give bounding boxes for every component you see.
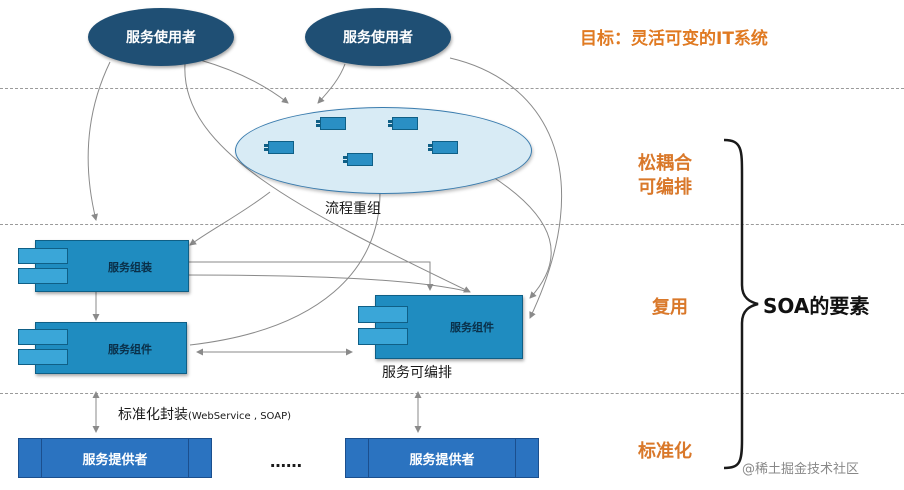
- component-right-port-bottom: [358, 328, 408, 345]
- service-provider-1-label: 服务提供者: [82, 452, 148, 468]
- flow-label: 流程重组: [325, 201, 381, 217]
- arrow-assembly-to-component-right: [185, 261, 434, 291]
- orchestrable-label: 服务可编排: [382, 365, 452, 381]
- flow-node-5: [428, 141, 458, 154]
- layer-divider-1: [0, 88, 904, 89]
- arrow-flow-to-component-left: [189, 191, 381, 346]
- component-left-port-top: [18, 329, 68, 345]
- soa-brace: [723, 138, 759, 470]
- provider-ellipsis: ……: [270, 452, 302, 471]
- layer-divider-2: [0, 224, 904, 225]
- service-consumer-1-label: 服务使用者: [126, 30, 196, 46]
- flow-node-2: [316, 117, 346, 130]
- soa-elements-label: SOA的要素: [763, 294, 870, 318]
- provider-1-divider-left: [41, 439, 42, 477]
- standard-label: 标准化封装(WebService , SOAP): [118, 404, 291, 424]
- assembly-port-top: [18, 248, 68, 264]
- arrow-consumer2-to-flow: [317, 63, 346, 104]
- flow-node-1: [264, 141, 294, 154]
- watermark: @稀土掘金技术社区: [742, 462, 860, 477]
- flow-node-4: [343, 153, 373, 166]
- layer-divider-3: [0, 393, 904, 394]
- provider-2-divider-left: [368, 439, 369, 477]
- arrow-consumer1-to-flow: [199, 59, 289, 104]
- layer-loose-coupling-line2: 可编排: [638, 177, 692, 198]
- service-provider-2: 服务提供者: [345, 438, 539, 478]
- service-consumer-1: 服务使用者: [88, 8, 234, 66]
- arrow-flow-to-assembly: [189, 191, 271, 246]
- goal-text: 目标：灵活可变的IT系统: [580, 29, 768, 49]
- service-component-right-label: 服务组件: [450, 321, 494, 334]
- standard-label-main: 标准化封装: [118, 407, 188, 423]
- arrow-consumer1-to-assembly: [87, 61, 111, 221]
- standard-label-detail: (WebService , SOAP): [188, 411, 292, 422]
- service-component-left-label: 服务组件: [108, 343, 152, 356]
- layer-loose-coupling: 松耦合 可编排: [638, 152, 692, 200]
- service-component-right-box: [375, 295, 523, 359]
- layer-standardization: 标准化: [638, 441, 692, 462]
- service-provider-1: 服务提供者: [18, 438, 212, 478]
- service-provider-2-label: 服务提供者: [409, 452, 475, 468]
- layer-reuse: 复用: [652, 297, 688, 318]
- arrow-consumer2-to-right: [449, 57, 563, 319]
- service-assembly-label: 服务组装: [108, 261, 152, 274]
- layer-loose-coupling-line1: 松耦合: [638, 153, 692, 174]
- component-left-port-bottom: [18, 349, 68, 365]
- arrow-consumer1-to-component: [184, 63, 471, 293]
- arrow-assembly-to-right-top: [184, 274, 471, 293]
- provider-1-divider-right: [188, 439, 189, 477]
- service-consumer-2-label: 服务使用者: [343, 30, 413, 46]
- assembly-port-bottom: [18, 268, 68, 284]
- flow-node-3: [388, 117, 418, 130]
- service-consumer-2: 服务使用者: [305, 8, 451, 66]
- component-right-port-top: [358, 306, 408, 323]
- arrow-flow-to-component-right: [489, 174, 552, 299]
- provider-2-divider-right: [515, 439, 516, 477]
